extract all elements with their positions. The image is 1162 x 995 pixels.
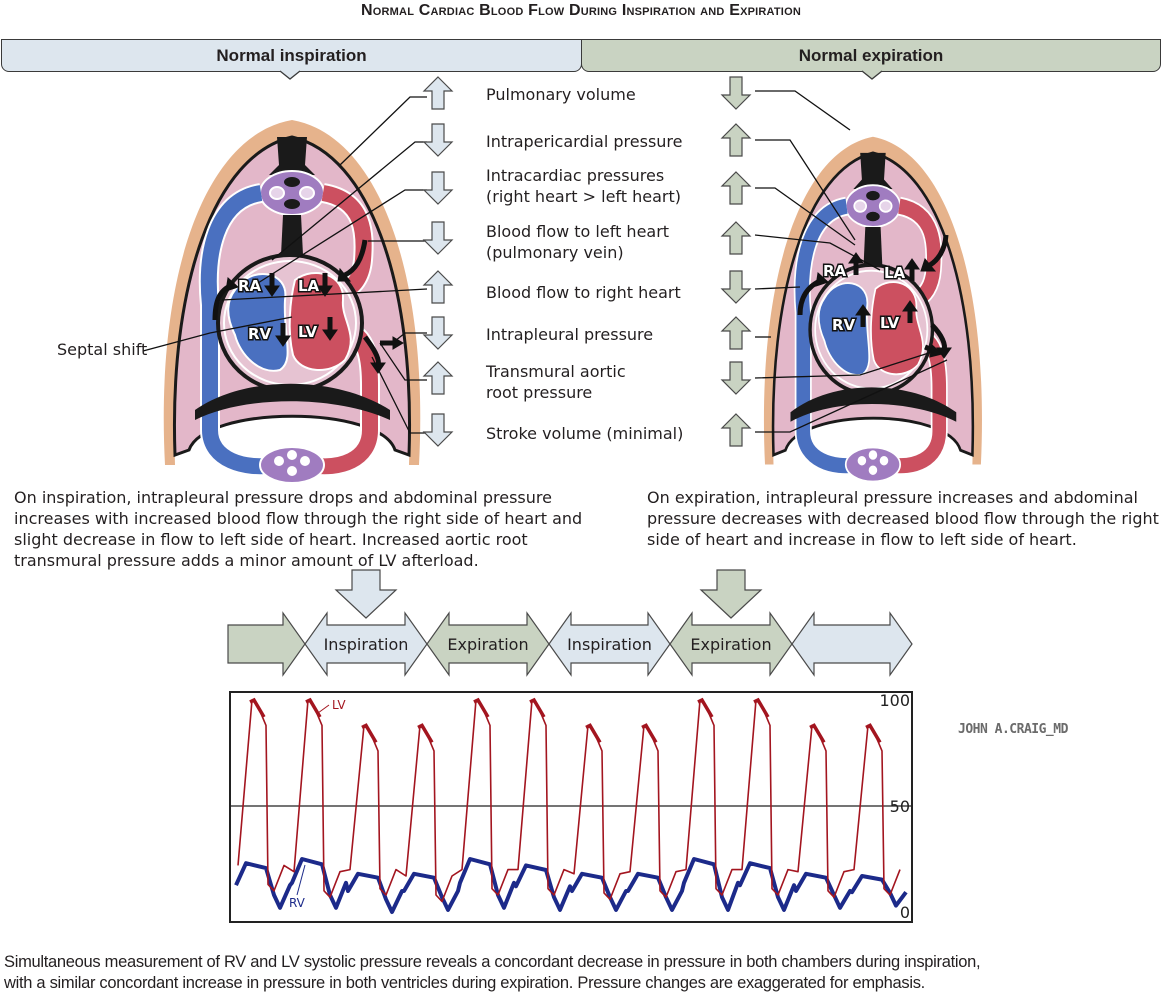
lv-peak-mark: [585, 723, 602, 744]
phase-label-expiration: Expiration: [690, 635, 771, 654]
header-inspiration-label: Normal inspiration: [216, 45, 367, 65]
current-phase-indicator-arrow-icon: [334, 569, 398, 619]
phase-segment-inspiration: [791, 611, 913, 677]
septal-shift-label: Septal shift: [57, 340, 148, 359]
feature-blood-flow-left-heart: Blood flow to left heart(pulmonary vein): [486, 222, 670, 262]
feature-stroke-volume: Stroke volume (minimal): [486, 424, 684, 443]
expiration-caption: On expiration, intrapleural pressure inc…: [647, 488, 1159, 549]
lv-peak-mark: [753, 697, 770, 718]
rv-label-leader: [296, 864, 306, 896]
inspiration-flow-arrows: [212, 239, 404, 374]
expiration-thorax-illustration: [764, 137, 982, 482]
feature-intracardiac-pressures: Intracardiac pressures(right heart > lef…: [486, 166, 682, 206]
lv-peak-mark: [473, 697, 490, 718]
respiratory-phase-strip: Inspiration Expiration Inspiration Expirati…: [227, 569, 913, 677]
expiration-up-arrow-icon: [720, 413, 752, 447]
inspiration-down-arrow-icon: [422, 316, 454, 350]
y-tick-label: 100: [879, 691, 910, 710]
header-normal-inspiration: Normal inspiration: [1, 39, 582, 72]
lv-peak-mark: [361, 723, 378, 744]
inspiration-down-arrow-icon: [422, 171, 454, 205]
inspiration-caption: On inspiration, intrapleural pressure dr…: [14, 488, 583, 570]
expiration-chamber-labels: RA LA RV LV: [822, 261, 908, 336]
feature-blood-flow-right-heart: Blood flow to right heart: [486, 283, 681, 302]
expiration-up-arrow-icon: [720, 316, 752, 350]
bottom-caption: Simultaneous measurement of RV and LV sy…: [4, 953, 981, 992]
label-la-inspiration: LA: [298, 277, 320, 295]
lv-peak-mark: [417, 723, 434, 744]
feature-pulmonary-volume: Pulmonary volume: [486, 85, 636, 104]
expiration-up-arrow-icon: [720, 171, 752, 205]
phase-segment-expiration: [227, 611, 306, 677]
feature-intrapleural-pressure: Intrapleural pressure: [486, 325, 654, 344]
header-brace-notches: [279, 70, 883, 80]
lv-pressure-trace: [237, 699, 901, 903]
expiration-up-arrow-icon: [720, 221, 752, 255]
lv-peak-mark: [865, 723, 882, 744]
phase-label-inspiration: Inspiration: [324, 635, 409, 654]
expiration-down-arrow-icon: [720, 76, 752, 110]
lv-peak-mark: [697, 697, 714, 718]
inspiration-up-arrow-icon: [422, 361, 454, 395]
lv-peak-mark: [809, 723, 826, 744]
expiration-up-arrow-icon: [720, 123, 752, 157]
header-normal-expiration: Normal expiration: [581, 39, 1161, 72]
pressure-tracing-chart: 100 50 0 LV RV: [229, 691, 913, 923]
artist-signature: JOHN A.CRAIG_MD: [958, 722, 1068, 737]
inspiration-up-arrow-icon: [422, 76, 454, 110]
label-lv-inspiration: LV: [298, 323, 317, 341]
y-tick-label: 50: [890, 797, 910, 816]
anatomy-diagrams: RA LA RV LV RA LA RV LV: [142, 90, 1162, 485]
label-ra-inspiration: RA: [238, 277, 262, 295]
current-phase-indicator-arrow-icon: [699, 569, 763, 619]
y-tick-label: 0: [900, 903, 910, 922]
expiration-leader-lines: [754, 90, 948, 433]
rv-pressure-trace: [234, 857, 908, 914]
feature-arrow-column: [422, 76, 752, 447]
inspiration-thorax-illustration: [164, 120, 421, 483]
label-la-expiration: LA: [884, 264, 906, 282]
phase-label-inspiration: Inspiration: [567, 635, 652, 654]
rv-series-label: RV: [289, 896, 306, 910]
header-expiration-label: Normal expiration: [798, 45, 944, 65]
lv-label-leader: [317, 704, 330, 714]
inspiration-down-arrow-icon: [422, 221, 454, 255]
inspiration-up-arrow-icon: [422, 270, 454, 304]
lv-peak-mark: [529, 697, 546, 718]
inspiration-chamber-labels: RA LA RV LV: [237, 276, 322, 345]
label-rv-expiration: RV: [832, 316, 856, 334]
expiration-down-arrow-icon: [720, 270, 752, 304]
inspiration-down-arrow-icon: [422, 413, 454, 447]
inspiration-leader-lines: [142, 96, 428, 434]
phase-label-expiration: Expiration: [447, 635, 528, 654]
expiration-down-arrow-icon: [720, 361, 752, 395]
inspiration-down-arrow-icon: [422, 123, 454, 157]
figure-title: Normal Cardiac Blood Flow During Inspira…: [361, 2, 801, 19]
lv-peak-mark: [641, 723, 658, 744]
label-lv-expiration: LV: [880, 314, 899, 332]
label-ra-expiration: RA: [823, 262, 847, 280]
lv-series-label: LV: [332, 698, 346, 712]
label-rv-inspiration: RV: [248, 325, 272, 343]
feature-intrapericardial-pressure: Intrapericardial pressure: [486, 132, 683, 151]
lv-peak-mark: [305, 697, 322, 718]
lv-peak-mark: [249, 697, 266, 718]
expiration-flow-arrows: [797, 234, 952, 359]
